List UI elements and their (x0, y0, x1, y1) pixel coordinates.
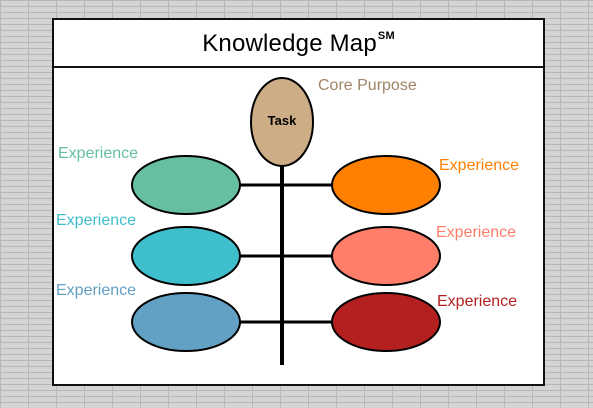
experience-label-right: Experience (439, 157, 519, 174)
experience-node-left (131, 155, 241, 215)
experience-node-right (331, 155, 441, 215)
experience-node-right (331, 292, 441, 352)
experience-label-right: Experience (436, 224, 516, 241)
experience-label-left: Experience (58, 145, 138, 162)
experience-node-left (131, 226, 241, 286)
experience-label-left: Experience (56, 212, 136, 229)
experience-label-right: Experience (437, 293, 517, 310)
task-label: Task (268, 113, 297, 128)
title-text: Knowledge Map (202, 30, 377, 57)
experience-node-right (331, 226, 441, 286)
core-purpose-label: Core Purpose (318, 77, 417, 94)
experience-node-left (131, 292, 241, 352)
service-mark: SM (377, 30, 395, 42)
task-node (250, 77, 314, 167)
title-bar: Knowledge MapSM (54, 20, 543, 68)
experience-label-left: Experience (56, 282, 136, 299)
page-title: Knowledge MapSM (202, 30, 395, 58)
